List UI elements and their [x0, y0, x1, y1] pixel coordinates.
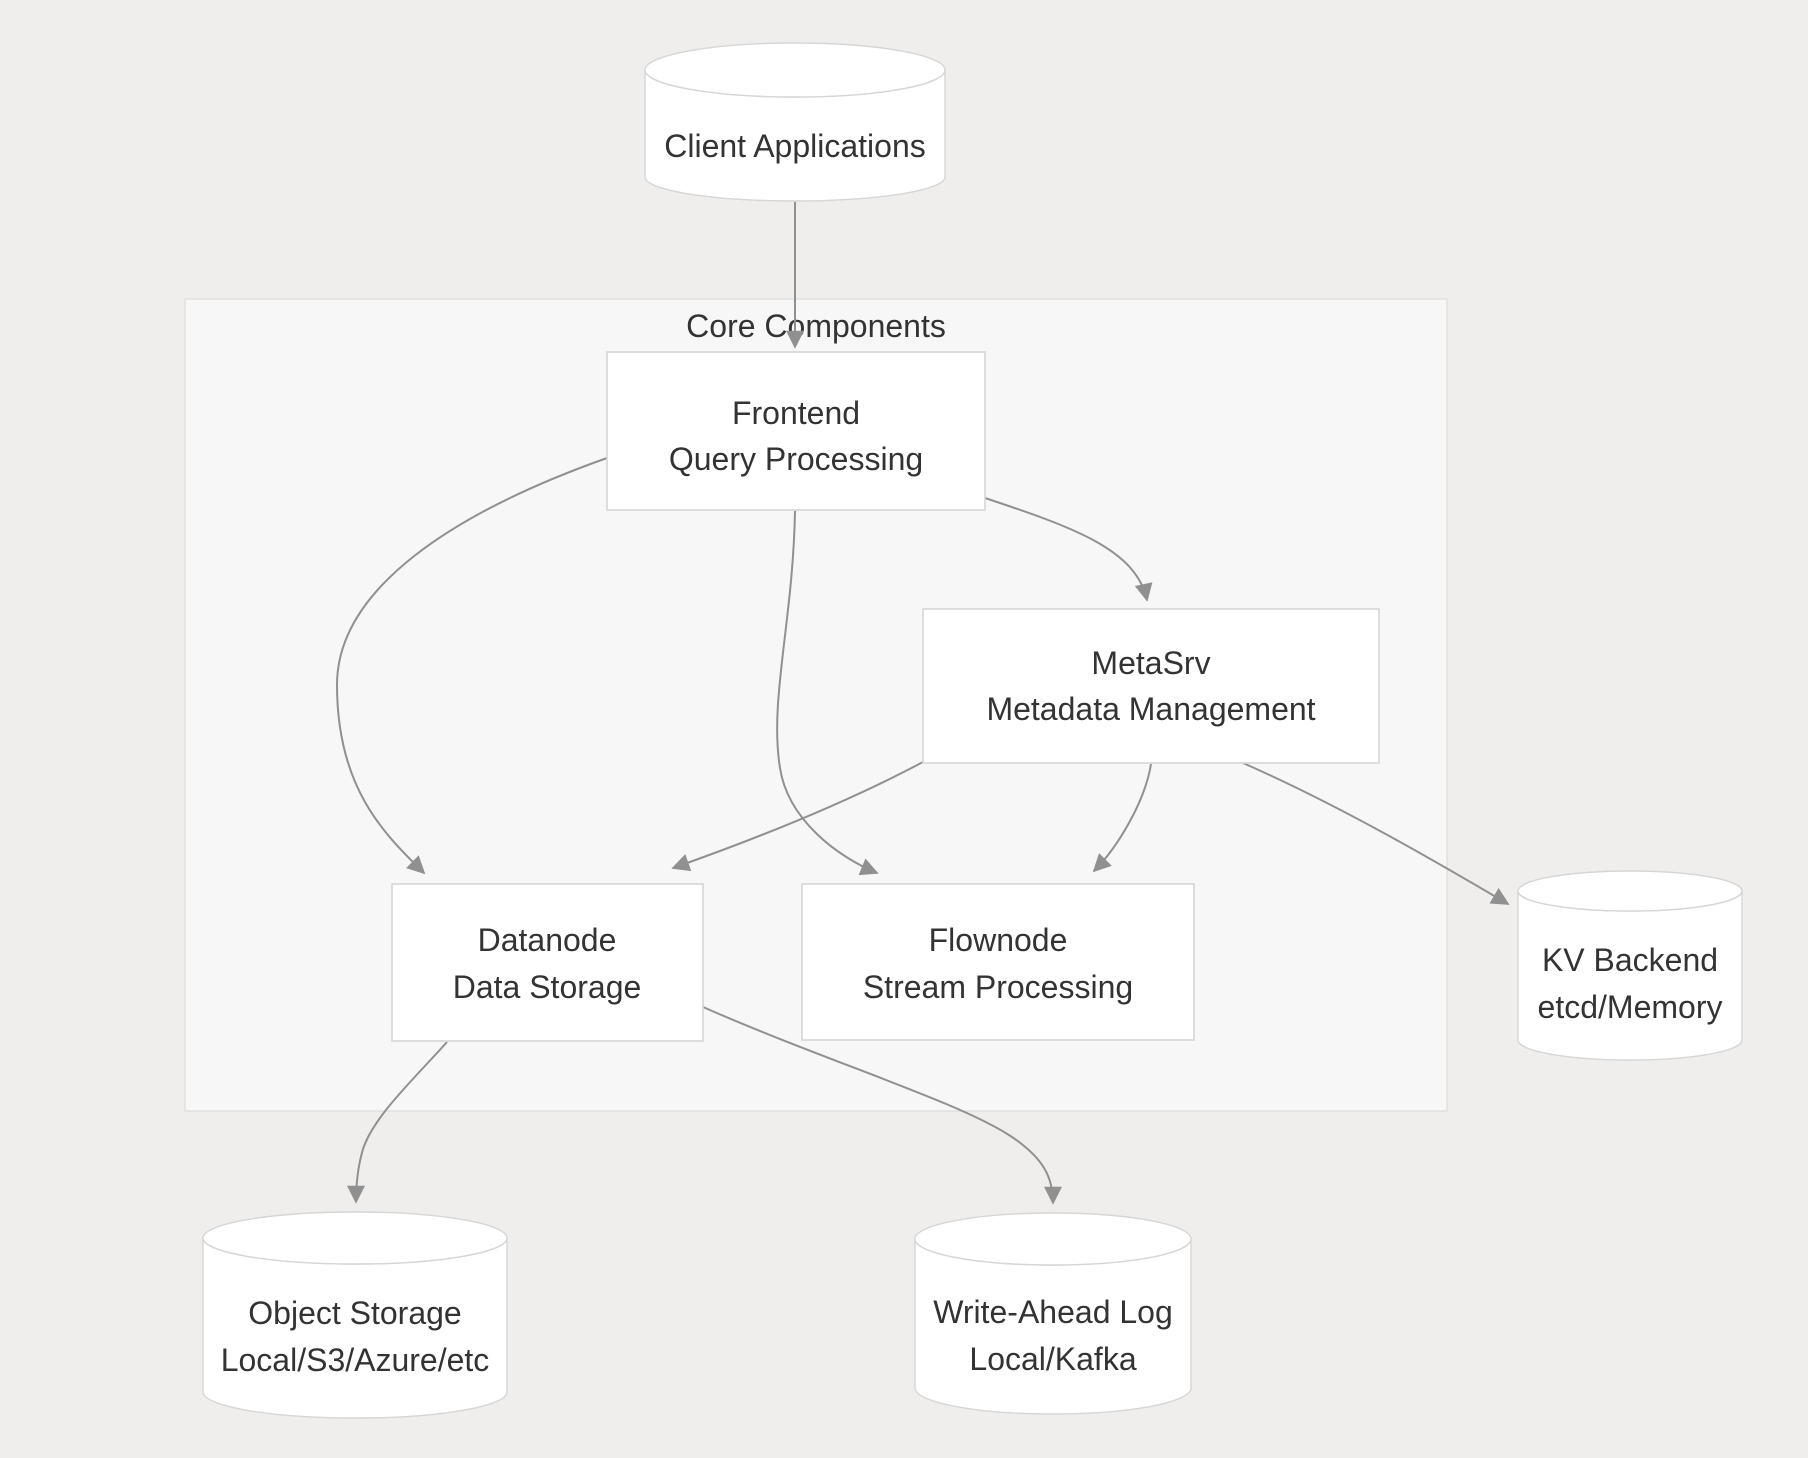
node-title: MetaSrv [1091, 645, 1210, 681]
cylinder-top [1517, 870, 1743, 912]
edge-metasrv-to-flownode [1092, 763, 1152, 873]
node-kv-backend: KV Backend etcd/Memory [1517, 870, 1743, 1061]
node-object-storage: Object Storage Local/S3/Azure/etc [202, 1211, 508, 1419]
node-frontend: Frontend Query Processing [606, 351, 986, 511]
cylinder-top [644, 42, 946, 98]
node-client-applications: Client Applications [644, 42, 946, 202]
cylinder-top [202, 1211, 508, 1265]
edge-datanode-to-write-ahead-log [702, 1006, 1062, 1205]
node-title: Frontend [732, 395, 860, 431]
node-write-ahead-log: Write-Ahead Log Local/Kafka [914, 1212, 1192, 1415]
edge-frontend-to-datanode [335, 457, 608, 875]
edges [335, 202, 1510, 1205]
node-subtitle: Stream Processing [863, 969, 1133, 1005]
node-metasrv: MetaSrv Metadata Management [922, 608, 1380, 764]
node-subtitle: Data Storage [453, 969, 642, 1005]
node-subtitle: Query Processing [669, 441, 923, 477]
node-title: Datanode [478, 922, 617, 958]
node-title: Write-Ahead Log [933, 1294, 1173, 1330]
cylinder-top [914, 1212, 1192, 1266]
edge-datanode-to-object-storage [347, 1041, 448, 1204]
edge-metasrv-to-datanode [671, 761, 924, 872]
node-rect [922, 608, 1380, 764]
node-subtitle: Local/S3/Azure/etc [221, 1342, 490, 1378]
node-title: Client Applications [664, 128, 925, 164]
node-subtitle: Metadata Management [986, 691, 1315, 727]
node-rect [391, 883, 704, 1042]
subgraph-label: Core Components [686, 308, 946, 344]
node-rect [801, 883, 1195, 1041]
node-flownode: Flownode Stream Processing [801, 883, 1195, 1041]
node-subtitle: etcd/Memory [1538, 989, 1723, 1025]
node-datanode: Datanode Data Storage [391, 883, 704, 1042]
edge-frontend-to-metasrv [984, 497, 1153, 602]
node-title: Object Storage [248, 1295, 461, 1331]
node-subtitle: Local/Kafka [969, 1341, 1136, 1377]
edge-metasrv-to-kv-backend [1242, 762, 1510, 905]
edge-frontend-to-flownode [776, 510, 879, 876]
node-title: KV Backend [1542, 942, 1718, 978]
node-title: Flownode [929, 922, 1068, 958]
node-rect [606, 351, 986, 511]
